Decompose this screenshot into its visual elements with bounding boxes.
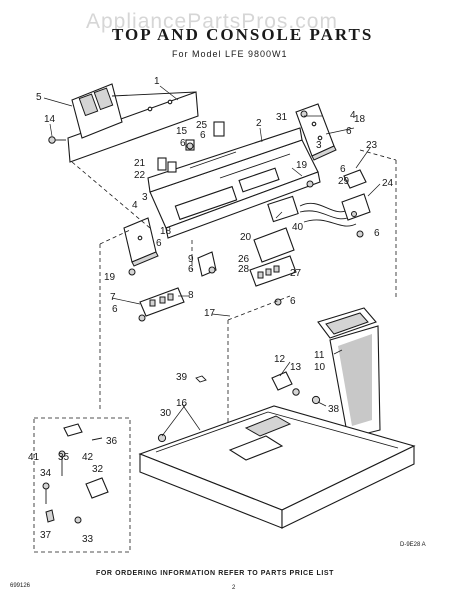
callout-12: 12 — [274, 354, 286, 365]
callout-18a: 18 — [354, 114, 366, 125]
callout-25: 25 — [196, 120, 208, 131]
top-cover-part — [138, 405, 416, 529]
callout-15: 15 — [176, 126, 188, 137]
callout-31: 31 — [276, 112, 288, 123]
screw-14-part — [48, 136, 66, 144]
callout-6f: 6 — [374, 228, 380, 239]
wire-harness-part — [299, 169, 371, 227]
callout-3b: 3 — [142, 192, 148, 203]
callout-41: 41 — [28, 452, 40, 463]
callout-27: 27 — [290, 268, 302, 279]
footer-note: FOR ORDERING INFORMATION REFER TO PARTS … — [96, 570, 334, 577]
callout-28: 28 — [238, 264, 250, 275]
callout-22: 22 — [134, 170, 146, 181]
rear-panel-part — [67, 83, 199, 163]
callout-24: 24 — [382, 178, 394, 189]
alignment-lines — [71, 149, 397, 430]
callout-17: 17 — [204, 308, 216, 319]
watermark-text: AppliancePartsPros.com — [86, 10, 338, 33]
callout-36: 36 — [106, 436, 118, 447]
callout-9: 9 — [188, 254, 194, 265]
callout-19b: 19 — [104, 272, 116, 283]
callout-40: 40 — [292, 222, 304, 233]
callout-11: 11 — [314, 350, 325, 361]
callout-10: 10 — [314, 362, 326, 373]
callout-18b: 18 — [160, 226, 172, 237]
callout-34: 34 — [40, 468, 52, 479]
diagram-title: TOP AND CONSOLE PARTS — [112, 25, 373, 44]
callout-leaders — [43, 85, 381, 437]
callout-6a: 6 — [200, 130, 206, 141]
screws-6-part — [128, 110, 364, 322]
callout-37: 37 — [40, 530, 52, 541]
callout-2: 2 — [256, 118, 262, 129]
callout-16: 16 — [176, 398, 188, 409]
callout-5: 5 — [36, 92, 42, 103]
page-number: 2 — [232, 585, 236, 591]
callout-6-left: 6 — [188, 264, 194, 275]
callout-26: 26 — [238, 254, 250, 265]
callout-38: 38 — [328, 404, 340, 415]
callout-42: 42 — [82, 452, 94, 463]
callout-33: 33 — [82, 534, 94, 545]
callout-13: 13 — [290, 362, 302, 373]
callout-23: 23 — [366, 140, 378, 151]
top-hardware-part — [157, 371, 321, 443]
callout-3a: 3 — [316, 140, 322, 151]
push-button-switch-part — [249, 195, 299, 287]
callout-4a: 4 — [350, 110, 356, 121]
callout-6b: 6 — [180, 138, 186, 149]
callout-6-bottom-left: 6 — [112, 304, 118, 315]
callout-19a: 19 — [296, 160, 308, 171]
callout-32: 32 — [92, 464, 104, 475]
document-code: 699126 — [10, 583, 31, 589]
lint-screen-part — [317, 307, 381, 439]
callout-4b: 4 — [132, 200, 138, 211]
console-panel-part — [147, 127, 321, 239]
callout-21: 21 — [134, 158, 146, 169]
callout-1: 1 — [154, 76, 160, 87]
callout-14: 14 — [44, 114, 56, 125]
callout-6-bottom-right: 6 — [290, 296, 296, 307]
diagram-subtitle: For Model LFE 9800W1 — [172, 49, 288, 59]
callout-6c: 6 — [346, 126, 352, 137]
callout-30: 30 — [160, 408, 172, 419]
callout-35: 35 — [58, 452, 70, 463]
selector-switch-part — [139, 251, 217, 317]
callout-29: 29 — [338, 176, 350, 187]
callout-7a: 7 — [110, 292, 116, 303]
left-end-cap-part — [123, 217, 159, 267]
callout-labels: 1 5 14 2 25 6 15 6 21 22 31 4 18 3 6 23 … — [28, 76, 394, 545]
callout-8: 8 — [188, 290, 194, 301]
figure-code: D-9E28 A — [400, 542, 426, 548]
callout-39: 39 — [176, 372, 188, 383]
callout-6e: 6 — [156, 238, 162, 249]
callout-20: 20 — [240, 232, 252, 243]
inset-parts-box — [33, 417, 131, 553]
callout-6d: 6 — [340, 164, 346, 175]
